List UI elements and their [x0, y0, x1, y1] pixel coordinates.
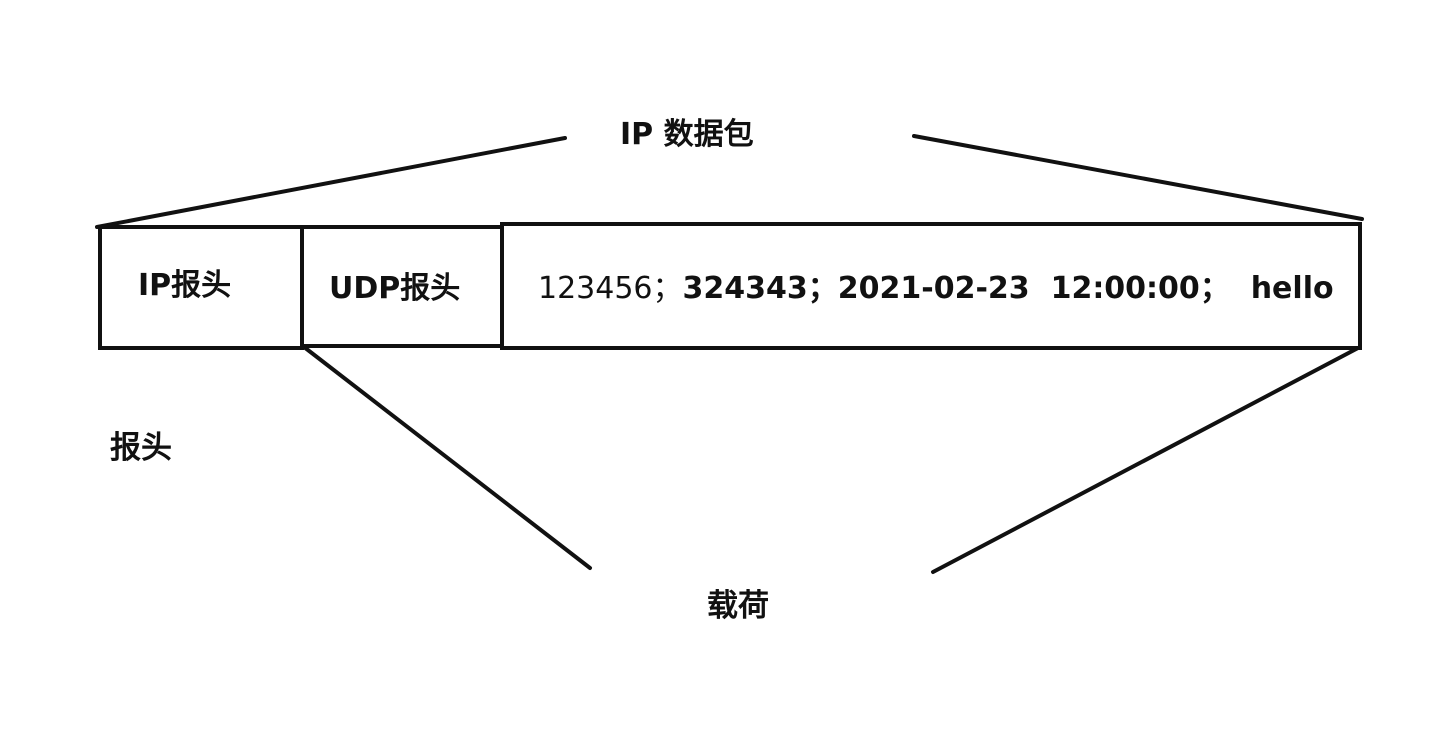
udp-header-label: UDP报头	[329, 271, 461, 306]
payload-box	[500, 222, 1362, 350]
payload-separator: ；	[652, 271, 683, 306]
payload-separator: ；	[807, 271, 838, 306]
payload-content: 123456；324343；2021-02-23 12:00:00； hello	[538, 274, 1334, 304]
payload-separator: ；	[1199, 271, 1230, 306]
payload-src-port: 123456	[538, 271, 653, 306]
payload-dst-port: 324343	[682, 271, 808, 306]
title-connector-left	[95, 136, 567, 229]
payload-datetime: 2021-02-23 12:00:00	[837, 271, 1200, 306]
diagram-title: IP 数据包	[620, 117, 754, 152]
ip-header-label: IP报头	[138, 268, 232, 303]
payload-connector-left	[302, 345, 592, 570]
title-connector-right	[912, 134, 1364, 221]
payload-caption: 载荷	[707, 588, 769, 624]
payload-connector-right	[931, 346, 1360, 574]
header-caption: 报头	[110, 430, 172, 466]
payload-message: hello	[1250, 271, 1334, 306]
